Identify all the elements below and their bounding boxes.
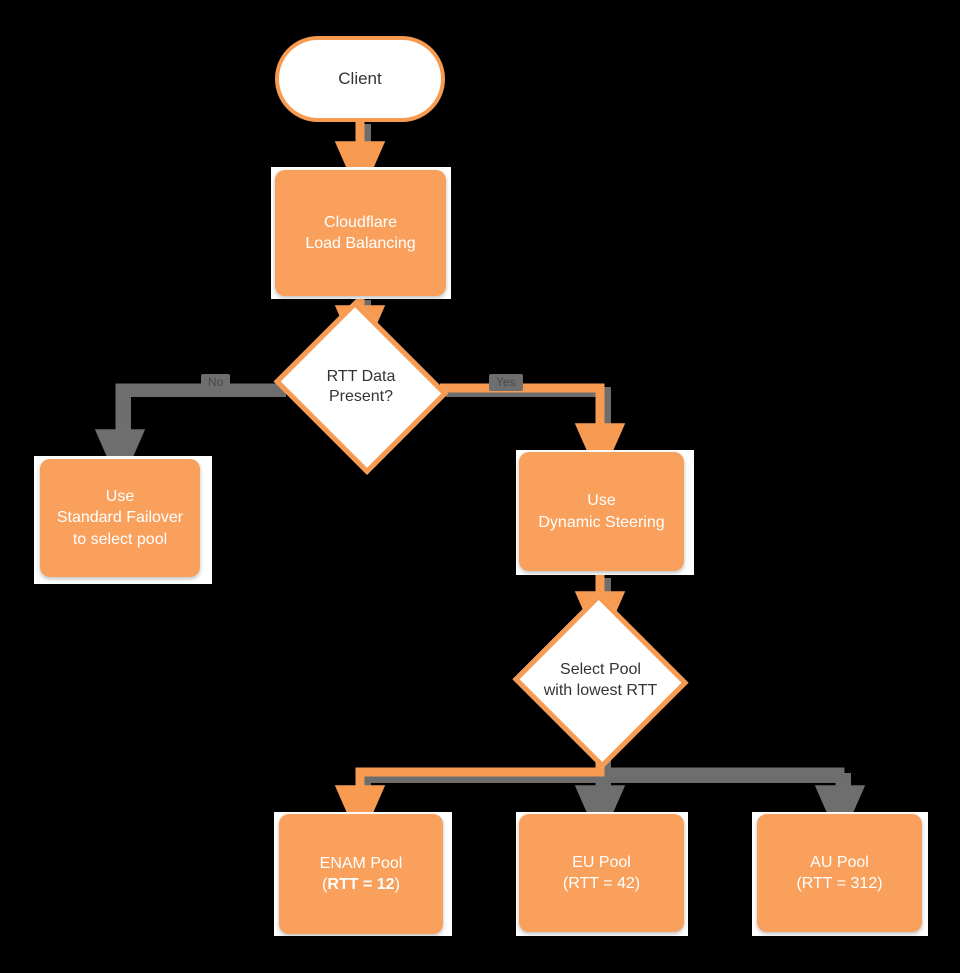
edge-shadows [121,124,851,820]
node-select-line1: Select Pool [560,661,641,679]
node-enam-rtt-close: ) [394,876,400,893]
node-failover-line3: to select pool [72,530,168,548]
node-enam-rtt: (RTT = 12) [322,874,400,895]
edge-rtt-to-dynamic [440,383,626,481]
node-rtt-line2: Present? [328,388,394,406]
node-select-line2: with lowest RTT [543,682,658,699]
node-dynamic-steering[interactable]: Use Dynamic Steering [519,452,684,571]
node-enam-rtt-value: RTT = 12 [327,876,395,893]
node-rtt-labels: RTT Data Present? [261,367,461,409]
node-eu-rtt: (RTT = 42) [562,875,641,892]
node-rtt-data-present[interactable]: RTT Data Present? [273,300,449,475]
inactive-edges [94,383,866,843]
node-enam-pool[interactable]: ENAM Pool (RTT = 12) [279,814,443,934]
node-clb-line1: Cloudflare [324,213,397,231]
node-failover-line1: Use [105,488,135,506]
node-standard-failover[interactable]: Use Standard Failover to select pool [40,459,200,577]
node-cloudflare-load-balancing[interactable]: Cloudflare Load Balancing [275,170,446,296]
node-dynamic-line2: Dynamic Steering [538,513,665,531]
node-au-rtt: (RTT = 312) [796,875,883,892]
node-eu-pool[interactable]: EU Pool (RTT = 42) [519,814,684,932]
edge-label-yes: Yes [489,374,523,392]
node-select-pool-lowest-rtt[interactable]: Select Pool with lowest RTT [512,592,689,770]
node-failover-line2: Standard Failover [56,509,184,527]
node-client[interactable]: Client [275,36,445,122]
edge-select-to-au [600,767,866,843]
node-select-labels: Select Pool with lowest RTT [501,660,701,702]
node-enam-rtt-open: ( [322,876,328,893]
node-enam-name: ENAM Pool [319,854,403,872]
node-eu-name: EU Pool [572,853,631,871]
node-au-pool[interactable]: AU Pool (RTT = 312) [757,814,922,932]
node-client-label: Client [338,68,382,88]
edge-label-no: No [201,374,231,392]
node-rtt-line1: RTT Data [326,367,396,385]
edge-rtt-to-failover [94,383,282,487]
node-clb-line2: Load Balancing [305,235,416,252]
node-au-name: AU Pool [810,853,869,871]
node-dynamic-line1: Use [587,492,616,510]
